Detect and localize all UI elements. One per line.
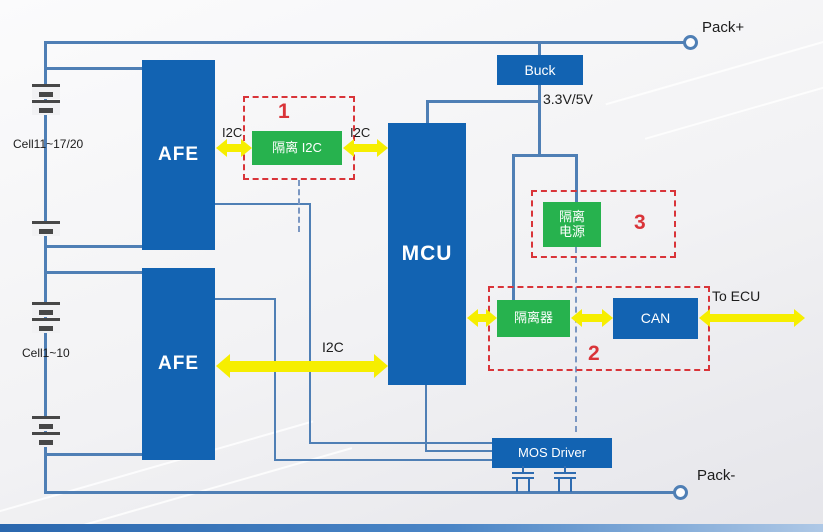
afe-top-block: AFE	[142, 60, 215, 250]
arrow-head-left	[216, 139, 227, 157]
battery-cell-symbol	[32, 302, 60, 317]
wire-mcu-power-h	[426, 100, 541, 103]
i2c-label-bottom: I2C	[322, 339, 344, 355]
wire-afe1-driver-v	[309, 203, 311, 444]
to-ecu-label: To ECU	[712, 288, 761, 304]
wire-afe2-driver-h1	[215, 298, 276, 300]
wire-afe1-driver-h1	[215, 203, 311, 205]
wire-isolated-power-input	[575, 154, 578, 203]
wire-afe2-driver-h2	[274, 459, 492, 461]
i2c-label-left: I2C	[222, 125, 243, 140]
wire-pack-minus-bus	[44, 491, 674, 494]
buck-block: Buck	[497, 55, 583, 85]
arrow-bar	[227, 144, 241, 152]
pack-plus-label: Pack+	[702, 19, 745, 36]
arrow-head-left	[343, 139, 354, 157]
wire-isolator-supply	[512, 154, 515, 300]
arrow-isolator-can	[571, 309, 613, 327]
i2c-arrow-afe2-mcu	[216, 354, 388, 378]
isolated-power-block: 隔离 电源	[543, 202, 601, 247]
mosfet-symbol	[554, 466, 576, 492]
battery-cell-symbol	[32, 100, 60, 115]
callout-box-2	[488, 286, 710, 371]
battery-cell-symbol	[32, 221, 60, 236]
afe-bottom-block: AFE	[142, 268, 215, 460]
battery-cell-symbol	[32, 318, 60, 333]
mcu-block: MCU	[388, 123, 466, 385]
arrow-can-ecu	[699, 309, 805, 327]
arrow-mcu-isolator	[467, 309, 497, 327]
isolated-power-label-line1: 隔离	[558, 208, 585, 224]
battery-cell-symbol	[32, 432, 60, 447]
arrow-head-left	[571, 309, 582, 327]
bottom-accent-bar	[0, 524, 823, 532]
i2c-arrow-isolator-mcu	[343, 139, 388, 157]
arrow-bar	[582, 314, 602, 322]
i2c-label-right: I2C	[350, 125, 371, 140]
isolated-i2c-block: 隔离 I2C	[252, 131, 342, 165]
callout-marker-1: 1	[278, 100, 290, 123]
arrow-bar	[354, 144, 377, 152]
arrow-head-right	[794, 309, 805, 327]
mosfet-symbol	[512, 466, 534, 492]
callout-box-3	[531, 190, 676, 258]
callout-box-1	[243, 96, 355, 180]
wire-afe2-tap-bottom	[44, 453, 142, 456]
wire-afe1-driver-h2	[309, 442, 492, 444]
arrow-head-left	[216, 354, 230, 378]
pack-plus-terminal-icon	[683, 35, 698, 50]
arrow-head-right	[241, 139, 252, 157]
wire-afe2-tap-top	[44, 271, 142, 274]
wire-rail-branch	[512, 154, 578, 157]
arrow-bar	[230, 360, 374, 372]
callout-marker-3: 3	[634, 211, 646, 234]
wire-afe2-driver-v	[274, 298, 276, 461]
isolated-power-label-line2: 电源	[558, 223, 585, 239]
pack-minus-label: Pack-	[697, 467, 736, 484]
arrow-head-right	[377, 139, 388, 157]
isolation-boundary-i2c	[298, 180, 300, 232]
power-rail-label: 3.3V/5V	[543, 91, 593, 107]
wire-afe1-tap-bottom	[44, 245, 142, 248]
can-block: CAN	[613, 298, 698, 339]
callout-marker-2: 2	[588, 342, 600, 365]
wire-battery-string-bus	[44, 41, 47, 494]
arrow-head-left	[699, 309, 710, 327]
battery-cell-symbol	[32, 416, 60, 431]
arrow-bar	[710, 314, 794, 322]
arrow-bar	[478, 314, 486, 322]
arrow-head-left	[467, 309, 478, 327]
wire-mcu-driver-h	[425, 450, 492, 452]
wire-mcu-driver-v	[425, 385, 427, 452]
arrow-head-right	[486, 309, 497, 327]
wire-buck-input	[538, 41, 541, 55]
wire-afe1-tap-top	[44, 67, 142, 70]
wire-mcu-power-v	[426, 100, 429, 123]
isolation-boundary-can	[575, 247, 577, 432]
pack-minus-terminal-icon	[673, 485, 688, 500]
cell-group-bottom-label: Cell1~10	[22, 346, 70, 360]
cell-group-top-label: Cell11~17/20	[13, 137, 84, 151]
arrow-head-right	[374, 354, 388, 378]
background-swoosh	[644, 66, 823, 140]
wire-pack-plus-bus	[44, 41, 685, 44]
wire-buck-output	[538, 85, 541, 157]
isolator-block: 隔离器	[497, 300, 570, 337]
battery-cell-symbol	[32, 84, 60, 99]
arrow-head-right	[602, 309, 613, 327]
i2c-arrow-afe1-isolator	[216, 139, 252, 157]
mos-driver-block: MOS Driver	[492, 438, 612, 468]
